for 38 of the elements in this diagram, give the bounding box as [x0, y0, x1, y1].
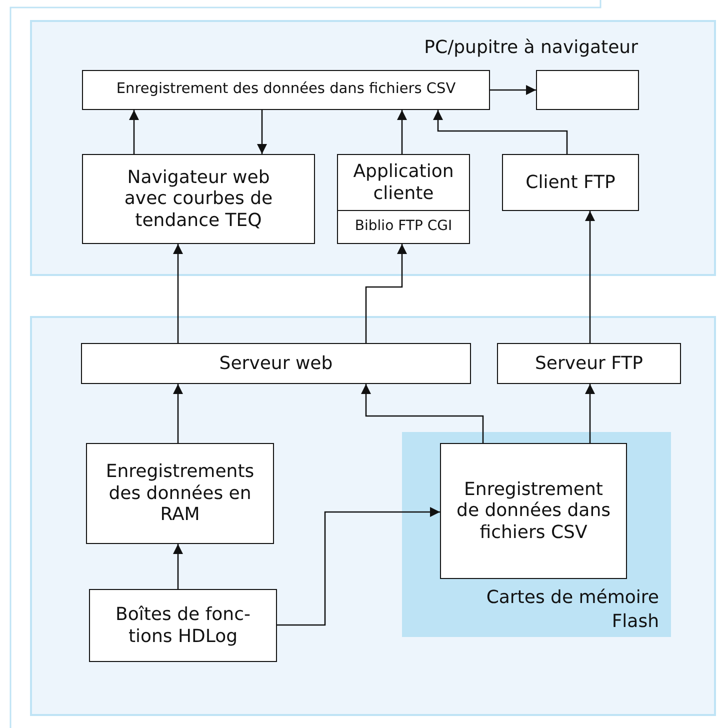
process-box	[81, 343, 471, 384]
arrow	[585, 384, 595, 443]
box-text: Enregistrement de données dans fichiers CSV	[456, 478, 612, 544]
process-box	[497, 343, 681, 384]
box-text: Enregistrements des données en RAM	[104, 461, 256, 526]
arrow	[397, 110, 407, 154]
box-subtitle: Biblio FTP CGI	[338, 210, 469, 242]
memory-card-panel	[402, 432, 671, 637]
arrow	[585, 211, 595, 343]
group-panel	[30, 20, 716, 276]
group-panel	[30, 316, 716, 716]
process-box	[440, 443, 627, 579]
process-box	[82, 70, 490, 110]
process-box	[536, 70, 639, 110]
arrow	[129, 110, 139, 154]
box-text: Navigateur web avec courbes de tendance TEQ	[123, 166, 274, 232]
process-box	[86, 443, 274, 544]
arrow	[173, 244, 183, 343]
arrow	[361, 384, 484, 443]
process-box	[82, 154, 315, 244]
arrow	[173, 384, 183, 443]
box-text: Serveur FTP	[534, 352, 644, 374]
arrow	[277, 507, 440, 626]
panel-label: Cartes de mémoire Flash	[485, 586, 659, 633]
box-text: Client FTP	[524, 172, 616, 194]
box-title: Application cliente	[352, 160, 455, 206]
process-box	[502, 154, 639, 211]
arrow	[365, 244, 407, 343]
box-text: Enregistrement des données dans fichiers CSV	[115, 81, 457, 99]
panel-label: PC/pupitre à navigateur	[424, 36, 638, 60]
process-box	[337, 154, 470, 244]
arrow	[490, 85, 536, 95]
process-box	[89, 589, 277, 662]
arrow	[433, 110, 568, 154]
arrow	[257, 110, 267, 154]
arrow	[173, 544, 183, 589]
box-text: Serveur web	[218, 352, 334, 374]
box-text: Boîtes de fonc- tions HDLog	[114, 604, 252, 648]
